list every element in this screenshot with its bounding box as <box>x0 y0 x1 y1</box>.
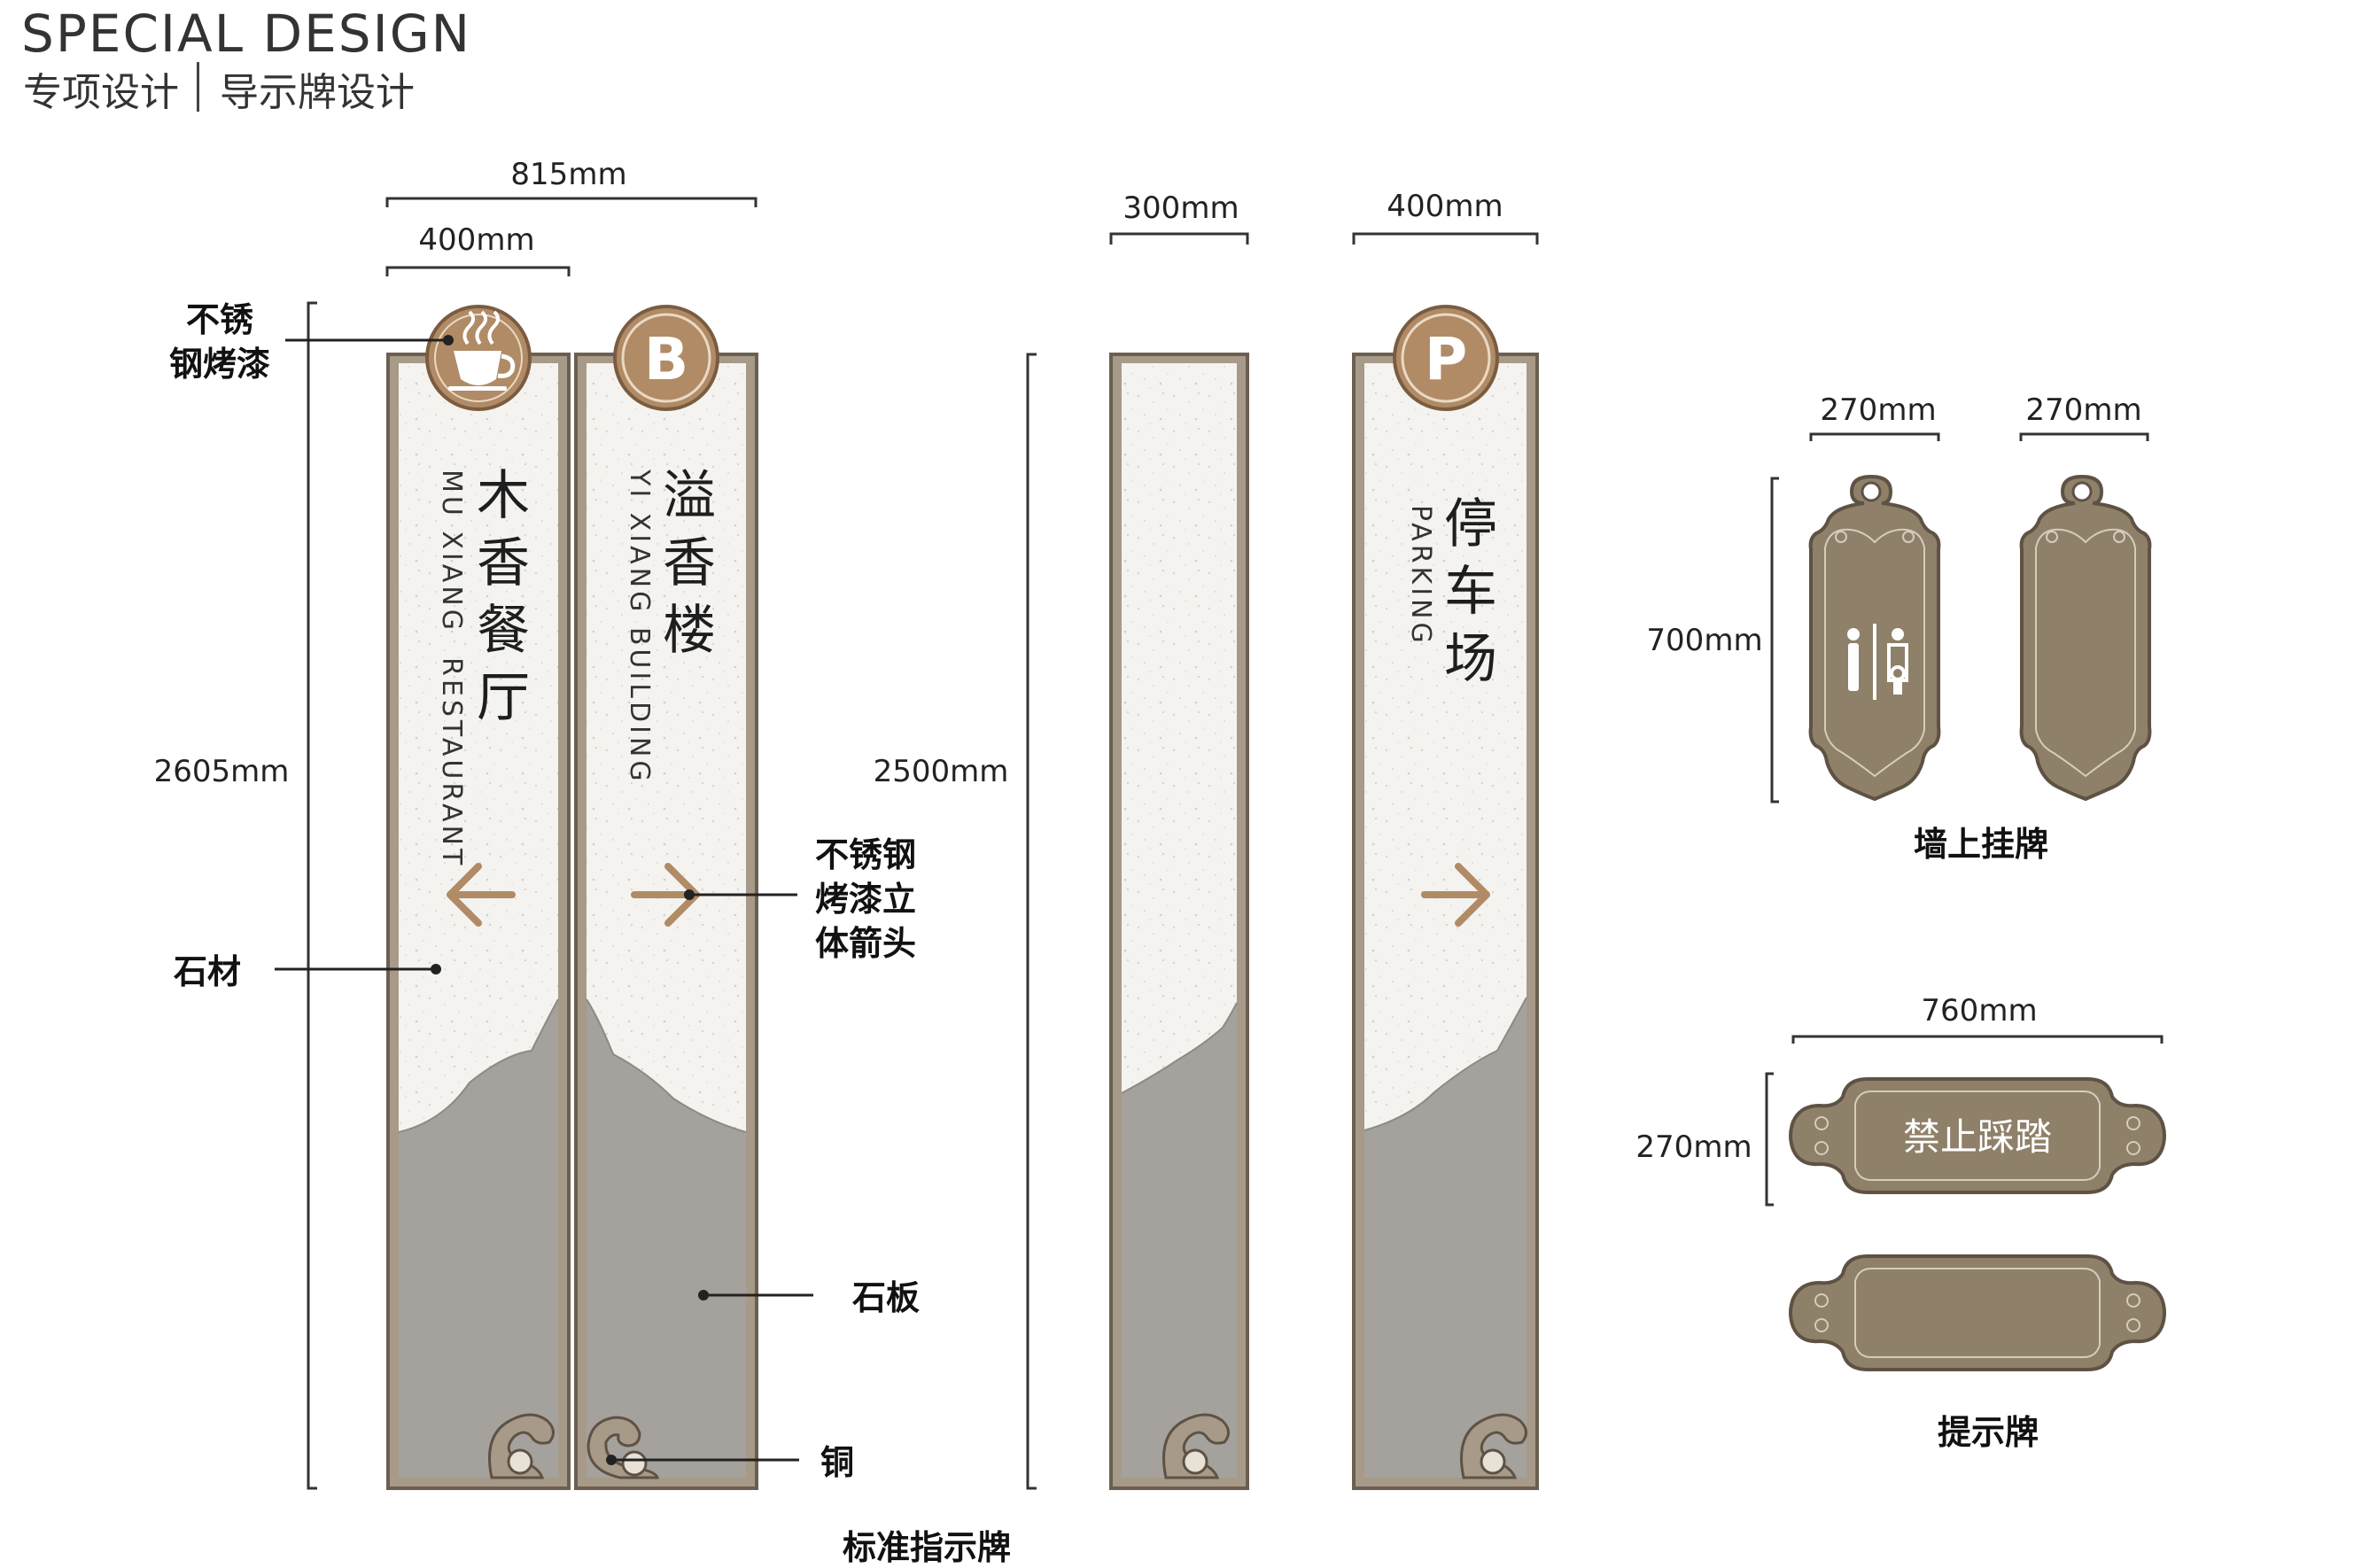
caption-standard-sign: 标准指示牌 <box>843 1528 1011 1567</box>
building-char-3: 楼 <box>663 600 716 662</box>
badge-p-label: P <box>1425 325 1467 393</box>
building-char-1: 溢 <box>663 465 716 527</box>
header-category: 专项设计 <box>23 70 179 115</box>
restaurant-char-1: 木 <box>477 465 530 527</box>
dim-warn-height: 270mm <box>1635 1129 1752 1165</box>
notice-text: 禁止踩踏 <box>1903 1115 2052 1159</box>
callout-stone-slab: 石板 <box>852 1278 920 1317</box>
caption-notice: 提示牌 <box>1938 1413 2039 1452</box>
restaurant-char-3: 餐 <box>477 600 530 662</box>
hanging-plate-blank <box>2019 474 2152 802</box>
letter-b-icon: B <box>613 305 719 411</box>
dim-narrow-width: 300mm <box>1123 190 1239 226</box>
building-char-2: 香 <box>663 532 716 594</box>
dim-parking-width: 400mm <box>1387 189 1503 224</box>
building-name-cn: 溢 香 楼 <box>663 465 716 662</box>
parking-name-en: PARKING <box>1405 505 1436 647</box>
callout-copper: 铜 <box>820 1443 854 1482</box>
callout-arrow-3: 体箭头 <box>815 924 916 963</box>
cloud-scroll-icon <box>1460 1413 1527 1479</box>
cloud-scroll-icon <box>587 1416 659 1479</box>
restaurant-char-4: 厅 <box>477 667 530 729</box>
badge-b-label: B <box>644 325 688 393</box>
callout-arrow-2: 烤漆立 <box>815 880 916 919</box>
sign-restaurant <box>386 353 571 1490</box>
sign-blank <box>1109 353 1249 1490</box>
header-separator <box>197 62 199 112</box>
dim-warn-width: 760mm <box>1921 993 2037 1029</box>
callout-leaders <box>275 335 813 1465</box>
restaurant-name-cn: 木 香 餐 厅 <box>477 465 530 729</box>
parking-char-1: 停 <box>1444 493 1497 555</box>
cloud-scroll-icon <box>1162 1413 1230 1479</box>
dimension-lines <box>307 197 2164 1490</box>
callout-stone-material: 石材 <box>174 952 241 991</box>
coffee-cup-icon <box>425 305 532 411</box>
building-name-en: YI XIANG BUILDING <box>624 469 655 785</box>
callout-stainless-1: 不锈 <box>186 300 253 339</box>
callout-labels: 不锈 钢烤漆 石材 不锈钢 烤漆立 体箭头 石板 铜 <box>169 300 920 1482</box>
arrow-right-icon <box>1421 863 1490 927</box>
header-subcategory: 导示牌设计 <box>220 70 415 115</box>
dim-pair-width: 815mm <box>510 157 626 192</box>
notice-plate-no-trample: 禁止踩踏 <box>1789 1077 2166 1194</box>
restroom-icon <box>1847 624 1908 700</box>
dimension-labels: 815mm 400mm 2605mm 300mm 400mm 2500mm 27… <box>154 157 2142 1165</box>
parking-char-2: 车 <box>1444 561 1497 623</box>
arrow-left-icon <box>447 863 516 927</box>
letter-p-icon: P <box>1393 305 1499 411</box>
header-title-en: SPECIAL DESIGN <box>21 4 472 64</box>
sign-parking <box>1352 353 1539 1490</box>
dim-hang-width-2: 270mm <box>2025 392 2141 428</box>
dim-hang-height: 700mm <box>1646 623 1762 658</box>
dim-pair-height: 2605mm <box>154 754 290 789</box>
dim-hang-width-1: 270mm <box>1820 392 1936 428</box>
dim-single-width: 400mm <box>418 222 534 258</box>
parking-name-cn: 停 车 场 <box>1444 493 1497 690</box>
callout-arrow-1: 不锈钢 <box>815 835 916 874</box>
cloud-scroll-icon <box>488 1413 555 1479</box>
restaurant-name-en: MU XIANG RESTAURANT <box>436 470 467 868</box>
caption-wall-hanging: 墙上挂牌 <box>1914 825 2048 864</box>
dim-tall-height: 2500mm <box>874 754 1009 789</box>
notice-plate-blank <box>1789 1254 2166 1371</box>
restaurant-char-2: 香 <box>477 532 530 594</box>
callout-stainless-2: 钢烤漆 <box>169 345 270 384</box>
parking-char-3: 场 <box>1444 628 1497 690</box>
hanging-plate-restroom <box>1808 474 1941 802</box>
